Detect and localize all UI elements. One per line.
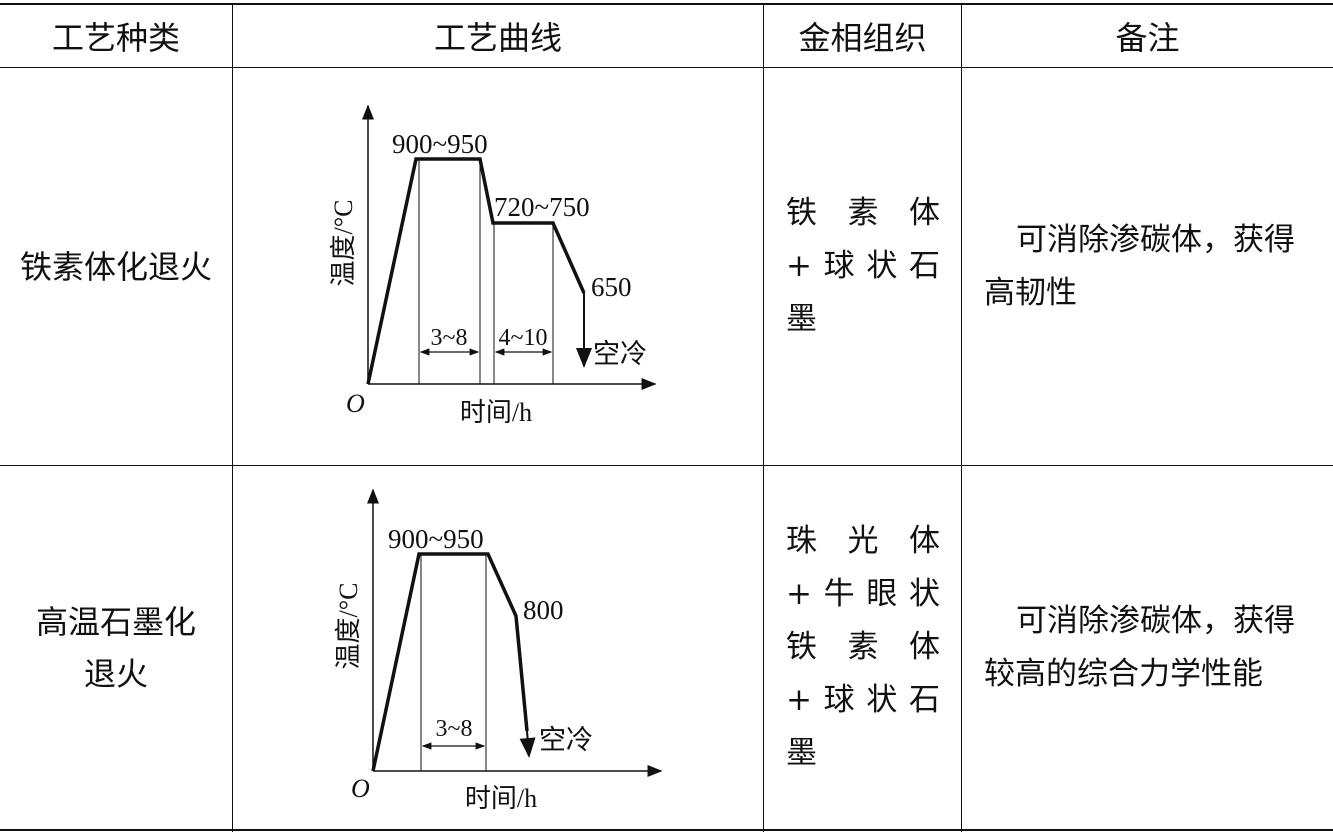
header-process-type: 工艺种类	[0, 5, 232, 67]
row2-remark: 可消除渗碳体，获得较高的综合力学性能	[984, 466, 1314, 829]
cooling-arrow	[519, 730, 536, 758]
hold1-label: 3~8	[436, 716, 473, 742]
header-process-type-text: 工艺种类	[51, 19, 180, 57]
header-process-curve: 工艺曲线	[233, 5, 763, 67]
y-axis-label: 温度/°C	[334, 583, 363, 670]
x-axis-label: 时间/h	[465, 784, 537, 813]
temperature-curve	[371, 552, 529, 772]
row1-process-curve-diagram: 900~950 720~750 650 3~8 4~10 空冷 O 时间/h 温…	[329, 104, 657, 427]
row1-remark: 可消除渗碳体，获得高韧性	[984, 68, 1314, 465]
row1-microstructure: 铁素体+球状石墨	[786, 68, 946, 465]
table-top-rule	[0, 3, 1333, 5]
origin-label: O	[346, 389, 365, 418]
header-remark: 备注	[962, 5, 1333, 67]
cooling-label: 空冷	[593, 339, 647, 369]
table-bottom-rule	[0, 829, 1333, 831]
y-axis-label: 温度/°C	[329, 200, 358, 287]
column-divider-2	[763, 4, 764, 832]
temp-high-label: 900~950	[392, 129, 488, 159]
row1-process-type: 铁素体化退火	[0, 68, 232, 465]
row-divider	[0, 465, 1333, 466]
row2-process-curve-diagram: 900~950 800 3~8 空冷 O 时间/h 温度/°C	[334, 488, 663, 813]
temperature-curve	[366, 157, 586, 385]
x-axis-label: 时间/h	[460, 398, 532, 427]
header-process-curve-text: 工艺曲线	[433, 19, 562, 57]
header-remark-text: 备注	[1115, 19, 1180, 57]
row2-process-type: 高温石墨化退火	[28, 466, 204, 829]
row1-remark-text: 可消除渗碳体，获得高韧性	[984, 221, 1295, 311]
temp-high-label: 900~950	[388, 524, 484, 554]
row2-microstructure: 珠光体+牛眼状铁素体+球状石墨	[786, 466, 946, 829]
row2-microstructure-text: 珠光体+牛眼状铁素体+球状石墨	[786, 523, 946, 771]
row1-microstructure-text: 铁素体+球状石墨	[786, 195, 946, 337]
hold1-label: 3~8	[431, 325, 468, 351]
header-bottom-rule	[0, 67, 1333, 68]
row2-remark-text: 可消除渗碳体，获得较高的综合力学性能	[984, 602, 1295, 692]
temp-end-label: 650	[591, 272, 632, 302]
column-divider-1	[232, 4, 233, 832]
origin-label: O	[351, 774, 370, 803]
cooling-label: 空冷	[539, 725, 593, 755]
temp-mid-label: 720~750	[494, 192, 590, 222]
column-divider-3	[961, 4, 962, 832]
header-microstructure: 金相组织	[764, 5, 961, 67]
row1-process-type-text: 铁素体化退火	[19, 247, 212, 286]
temp-end-label: 800	[523, 595, 564, 625]
row2-process-type-text: 高温石墨化退火	[35, 602, 196, 693]
hold2-label: 4~10	[499, 325, 548, 351]
header-microstructure-text: 金相组织	[798, 19, 927, 57]
